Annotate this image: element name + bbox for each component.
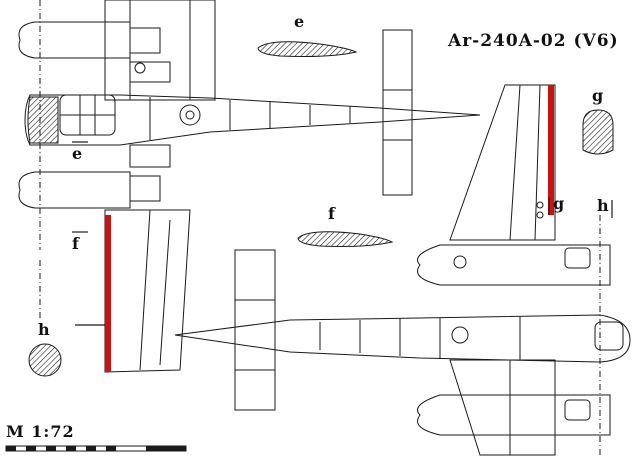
scale-label: M 1:72 xyxy=(6,422,75,441)
section-label-f-side: f xyxy=(72,234,79,253)
section-g-shape xyxy=(582,109,614,155)
section-label-g-top: g xyxy=(592,86,604,105)
section-label-e-side: e xyxy=(72,144,83,163)
section-label-f-mid: f xyxy=(328,204,335,223)
red-leading-edge-left xyxy=(105,215,111,372)
top-view-plan xyxy=(18,0,481,373)
section-label-h-right: h xyxy=(597,196,609,215)
scale-bar xyxy=(5,445,187,452)
section-f-airfoil xyxy=(297,231,394,247)
section-label-h-left: h xyxy=(38,320,50,339)
side-view-plan xyxy=(174,84,631,456)
section-label-e-top: e xyxy=(294,12,305,31)
section-label-g-side: g xyxy=(553,194,565,213)
section-e-airfoil xyxy=(257,41,358,57)
red-leading-edge-right xyxy=(548,85,554,215)
section-markers xyxy=(72,141,613,326)
section-h-circle xyxy=(28,343,62,377)
drawing-title: Ar-240A-02 (V6) xyxy=(448,31,619,51)
